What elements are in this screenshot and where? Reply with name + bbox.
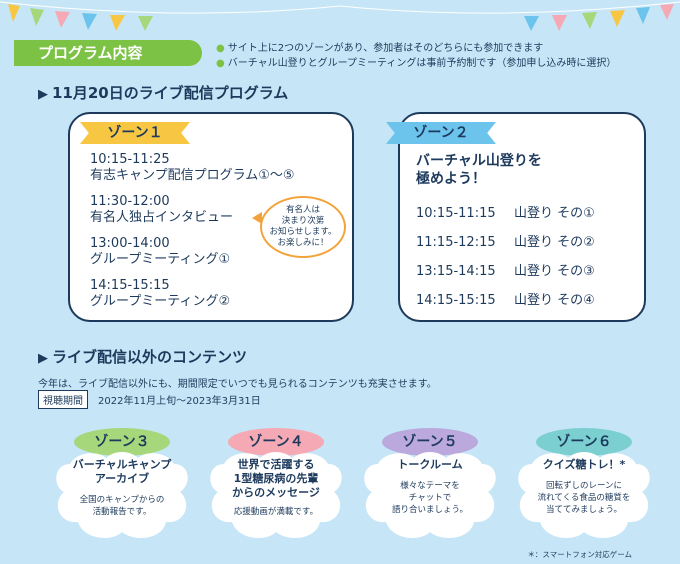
zone2-label: ゾーン２ xyxy=(386,122,496,144)
bullet-icon: ● xyxy=(216,58,225,69)
triangle-icon: ▶ xyxy=(38,351,48,366)
zone4-cloud: ゾーン４ 世界で活躍する 1型糖尿病の先輩 からのメッセージ 応援動画が満載です… xyxy=(204,428,348,546)
note-item: ●バーチャル山登りとグループミーティングは事前予約制です（参加申し込み時に選択） xyxy=(216,58,617,69)
zone1-item: 11:30-12:00 有名人独占インタビュー xyxy=(90,194,234,225)
zone1-label: ゾーン１ xyxy=(80,122,190,144)
triangle-icon: ▶ xyxy=(38,87,48,102)
cloud-shape xyxy=(56,428,188,538)
intro-text: 今年は、ライブ配信以外にも、期間限定でいつでも見られるコンテンツも充実させます。 xyxy=(38,379,437,390)
zone1-item: 13:00-14:00 グループミーティング① xyxy=(90,236,231,267)
zone1-item: 14:15-15:15 グループミーティング② xyxy=(90,278,231,309)
program-notes: ●サイト上に2つのゾーンがあり、参加者はそのどちらにも参加できます ●バーチャル… xyxy=(216,41,616,71)
bunting-decoration xyxy=(0,1,680,31)
zone3-cloud: ゾーン３ バーチャルキャンプ アーカイブ 全国のキャンプからの 活動報告です。 xyxy=(50,428,194,546)
cloud-shape xyxy=(364,428,496,538)
period-label: 視聴期間 xyxy=(38,390,88,409)
zone1-item: 10:15-11:25 有志キャンプ配信プログラム①〜⑤ xyxy=(90,152,295,183)
other-section-title: ▶ライブ配信以外のコンテンツ xyxy=(38,348,248,366)
bubble-tail xyxy=(252,212,262,224)
cloud-shape xyxy=(518,428,650,538)
zone6-cloud: ゾーン６ クイズ糖トレ！* 回転ずしのレーンに 流れてくる食品の糖質を 当ててみ… xyxy=(512,428,656,546)
live-section-title: ▶11月20日のライブ配信プログラム xyxy=(38,84,289,102)
program-tag: プログラム内容 xyxy=(14,40,202,66)
cloud-shape xyxy=(210,428,342,538)
period-value: 2022年11月上旬〜2023年3月31日 xyxy=(98,396,261,407)
note-item: ●サイト上に2つのゾーンがあり、参加者はそのどちらにも参加できます xyxy=(216,43,544,54)
zone5-cloud: ゾーン５ トークルーム 様々なテーマを チャットで 語り合いましょう。 xyxy=(358,428,502,546)
celebrity-bubble: 有名人は 決まり次第 お知らせします。 お楽しみに！ xyxy=(260,196,346,258)
zone2-title: バーチャル山登りを 極めよう！ xyxy=(416,153,542,187)
bullet-icon: ● xyxy=(216,43,225,54)
zone2-box xyxy=(398,112,646,322)
footnote: ＊：スマートフォン対応ゲーム xyxy=(527,550,632,559)
